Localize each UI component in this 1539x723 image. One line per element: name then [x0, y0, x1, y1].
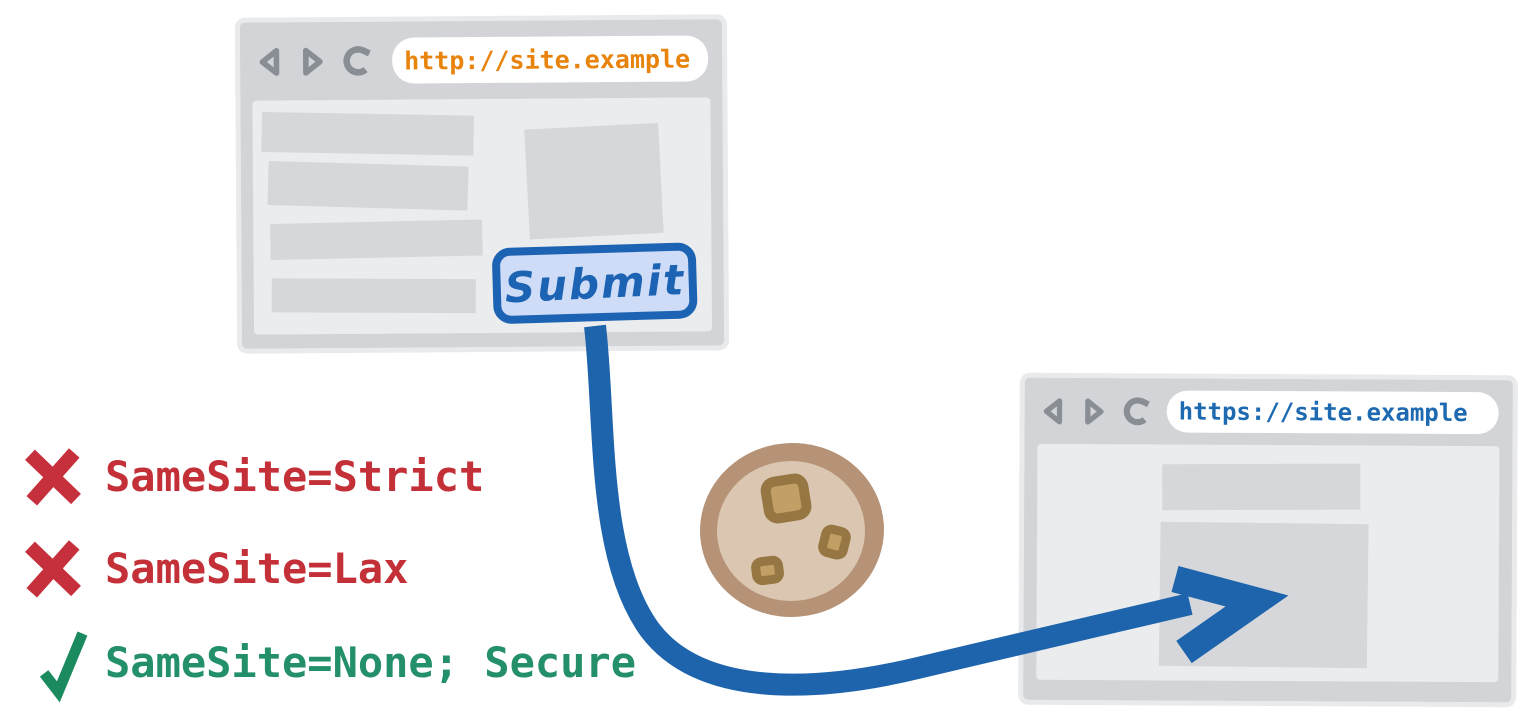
cookie-icon [700, 442, 884, 618]
rule-text: SameSite=None; Secure [105, 637, 637, 687]
content-placeholder-header [1162, 463, 1361, 511]
url-text: https://site.example [1178, 397, 1468, 428]
submit-button-label: Submit [503, 254, 686, 312]
rule-row-none-secure: SameSite=None; Secure [15, 616, 636, 708]
browser-window-http: http://site.example Submit [234, 14, 730, 354]
content-placeholder-line [267, 161, 469, 211]
content-placeholder-box [524, 122, 664, 240]
chocolate-chip [751, 555, 784, 586]
page-content: Submit [252, 97, 713, 335]
cross-icon [15, 445, 91, 507]
check-icon [15, 616, 91, 708]
chocolate-chip [818, 524, 851, 560]
url-text: http://site.example [404, 44, 691, 76]
content-placeholder-line [270, 219, 483, 260]
browser-toolbar: http://site.example [240, 19, 723, 100]
url-bar[interactable]: https://site.example [1166, 390, 1499, 435]
reload-icon[interactable] [1121, 394, 1155, 428]
page-content [1036, 443, 1500, 683]
cross-icon [15, 537, 91, 599]
rule-text: SameSite=Strict [105, 451, 485, 501]
rule-text: SameSite=Lax [105, 543, 409, 593]
rule-row-lax: SameSite=Lax [15, 536, 408, 600]
browser-window-https: https://site.example [1018, 372, 1518, 708]
rule-row-strict: SameSite=Strict [15, 444, 484, 508]
back-icon[interactable] [254, 45, 285, 78]
browser-toolbar: https://site.example [1025, 378, 1513, 447]
forward-icon[interactable] [297, 45, 328, 78]
content-placeholder-line [271, 278, 476, 314]
content-placeholder-line [261, 111, 474, 156]
chocolate-chip [760, 473, 812, 524]
reload-icon[interactable] [340, 43, 376, 79]
back-icon[interactable] [1039, 395, 1068, 426]
submit-button[interactable]: Submit [491, 242, 698, 325]
forward-icon[interactable] [1080, 396, 1109, 427]
content-placeholder-box [1158, 521, 1369, 669]
url-bar[interactable]: http://site.example [391, 35, 709, 84]
